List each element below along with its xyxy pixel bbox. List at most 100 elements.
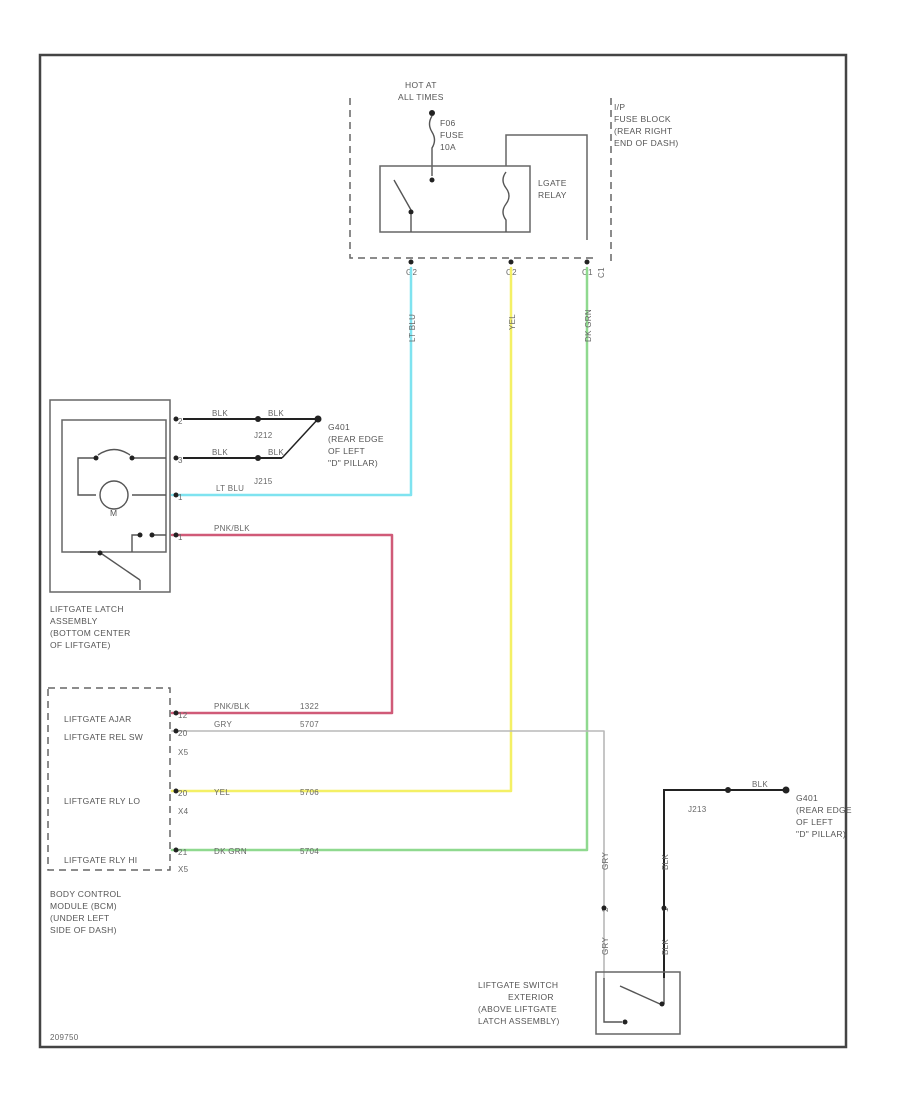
bcm-row-name: LIFTGATE REL SW [64, 732, 143, 742]
bcm-connector: X4 [178, 807, 189, 816]
wire-label-blk: BLK [212, 409, 228, 418]
bcm-outline [47, 687, 171, 871]
switch-contact [622, 1019, 628, 1025]
ajar-switch-contact [149, 532, 155, 538]
bcm-pin-code: 5704 [300, 847, 319, 856]
bcm-pin: 20 [178, 789, 188, 798]
wire-blk-switch [663, 789, 728, 978]
latch-switch-blade-icon [97, 448, 131, 456]
bcm-pin-code: 5706 [300, 788, 319, 797]
fuse-icon [428, 115, 436, 176]
wire-dk-grn [170, 266, 589, 852]
bcm-pin-code: 5707 [300, 720, 319, 729]
wire-blk-2-tie [281, 418, 319, 459]
switch-pin-dot [601, 905, 607, 911]
relay-contact-top [429, 177, 435, 183]
latch-pin-label: 3 [178, 456, 183, 465]
bcm-connector: X5 [178, 865, 189, 874]
latch-pin-label: 1 [178, 533, 183, 542]
hot-at-all-times-label: HOT AT ALL TIMES [398, 80, 444, 102]
bcm-row-name: LIFTGATE RLY LO [64, 796, 140, 806]
bcm-pin: 21 [178, 848, 188, 857]
ground-g401-icon [782, 786, 790, 794]
latch-assembly-label: LIFTGATE LATCH ASSEMBLY (BOTTOM CENTER O… [50, 604, 133, 650]
ajar-switch-blade-icon [101, 553, 141, 581]
bcm-connector: X5 [178, 748, 189, 757]
relay-contact-bottom [408, 209, 414, 215]
fuse-label: F06 FUSE 10A [440, 118, 467, 152]
wire-yel [170, 266, 513, 793]
relay-pin-dot [408, 259, 414, 265]
fuse-supply-node [429, 110, 435, 116]
latch-assembly-outer [49, 399, 171, 593]
bcm-wire-color: DK GRN [214, 847, 247, 856]
wire-label-blk: BLK [268, 448, 284, 457]
motor-icon [99, 480, 129, 510]
bcm-row-name: LIFTGATE RLY HI [64, 855, 137, 865]
relay-label: LGATE RELAY [538, 178, 569, 200]
bcm-row: LIFTGATE RLY HI 21 DK GRN 5704 [64, 847, 319, 865]
bcm-label: BODY CONTROL MODULE (BCM) (UNDER LEFT SI… [50, 889, 124, 935]
bcm-pin-code: 1322 [300, 702, 319, 711]
bcm-row: LIFTGATE REL SW 20 GRY 5707 [64, 720, 319, 742]
bcm-wire-color: YEL [214, 788, 230, 797]
liftgate-switch-exterior [595, 971, 681, 1035]
latch-pin-label: 1 [178, 493, 183, 502]
wire-gry [171, 730, 605, 979]
bcm-pin-dot [173, 728, 179, 734]
latch-switch-contact [93, 455, 99, 461]
splice-label: J215 [254, 477, 273, 486]
wire-label-lt-blu-latch: LT BLU [216, 484, 244, 493]
switch-contact [659, 1001, 665, 1007]
relay-pin-dot [584, 259, 590, 265]
relay-coil-icon [502, 171, 510, 232]
wire-label-yel: YEL [508, 314, 517, 330]
diagram-frame [38, 53, 848, 1049]
wire-label-blk: BLK [752, 780, 768, 789]
motor-label: M [110, 508, 117, 518]
bcm-row: LIFTGATE AJAR 12 PNK/BLK 1322 [64, 702, 319, 724]
wire-label-blk: BLK [212, 448, 228, 457]
wire-label-blk: BLK [661, 854, 670, 870]
latch-pin-dot [173, 416, 179, 422]
latch-pin-label: 2 [178, 417, 183, 426]
figure-code: 209750 [50, 1033, 79, 1042]
bcm-row: LIFTGATE RLY LO 20 YEL 5706 [64, 788, 319, 806]
switch-pin-dot [661, 905, 667, 911]
latch-internal-circuit [77, 457, 166, 496]
bcm-pin-dot [173, 847, 179, 853]
fuse-block-code: C1 [597, 267, 606, 278]
liftgate-relay [379, 165, 531, 233]
ground-g401-label-2: G401 (REAR EDGE OF LEFT "D" PILLAR) [796, 793, 855, 839]
latch-pin-dot [173, 492, 179, 498]
wire-lt-blu [170, 266, 413, 497]
latch-switch-contact [129, 455, 135, 461]
bcm-wire-color: GRY [214, 720, 232, 729]
bcm-pin: 20 [178, 729, 188, 738]
splice-label: J212 [254, 431, 273, 440]
relay-pin-dot [508, 259, 514, 265]
bcm-pin: 12 [178, 711, 188, 720]
bcm-row-name: LIFTGATE AJAR [64, 714, 132, 724]
relay-control-path [505, 134, 588, 240]
latch-pin-dot [173, 532, 179, 538]
ajar-switch-contact [97, 550, 103, 556]
switch-blade-icon [619, 985, 661, 1005]
splice-j215 [255, 455, 261, 461]
wire-label-blk: BLK [661, 939, 670, 955]
relay-switch-blade-icon [393, 179, 412, 211]
wire-label-gry: GRY [601, 937, 610, 955]
fuse-block-outline [349, 98, 598, 259]
switch-label: LIFTGATE SWITCH EXTERIOR (ABOVE LIFTGATE… [478, 980, 561, 1026]
wire-label-gry: GRY [601, 852, 610, 870]
splice-label: J213 [688, 805, 707, 814]
fuse-block-label: I/P FUSE BLOCK (REAR RIGHT END OF DASH) [614, 102, 679, 148]
splice-j212 [255, 416, 261, 422]
splice-j213 [725, 787, 731, 793]
wire-label-lt-blu: LT BLU [408, 314, 417, 342]
wire-label-dk-grn: DK GRN [584, 309, 593, 342]
ground-g401-label: G401 (REAR EDGE OF LEFT "D" PILLAR) [328, 422, 387, 468]
wire-pnk-blk [170, 533, 394, 715]
ajar-switch-circuit [80, 534, 166, 553]
